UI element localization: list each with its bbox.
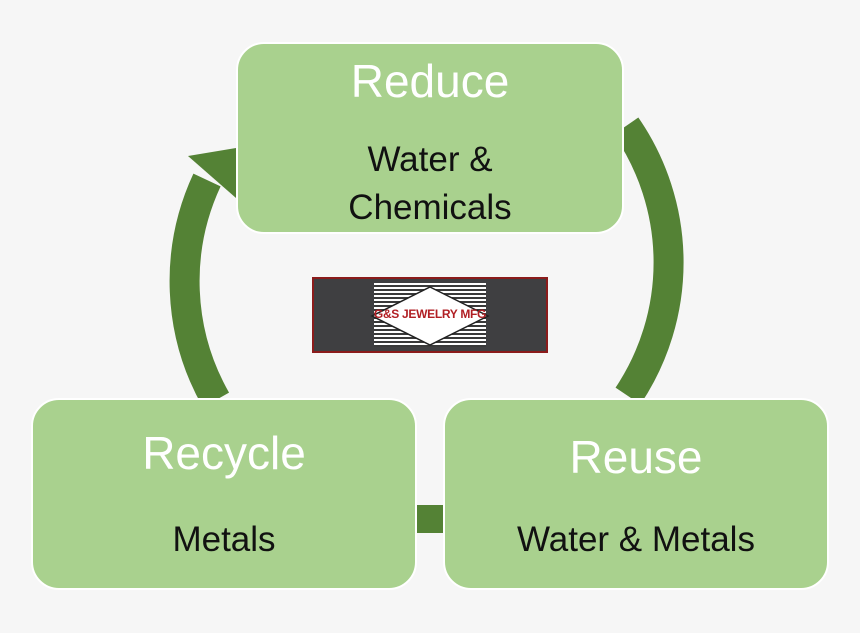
reduce-line-1: Water & [367,140,493,179]
recycle-title: Recycle [142,427,306,479]
reuse-description: Water & Metals [445,516,827,564]
reduce-box: Reduce Water & Chemicals [236,42,624,234]
reduce-line-2: Chemicals [348,188,512,227]
recycle-description: Metals [33,516,415,564]
logo-diamond [370,286,490,346]
reduce-description: Water & Chemicals [238,136,622,232]
logo-text: G&S JEWELRY MFG [373,307,487,321]
arrow-reuse-to-recycle [417,505,445,533]
recycle-line-1: Metals [172,520,276,559]
reuse-line-1: Water & Metals [517,520,755,559]
arrow-recycle-to-reduce [169,173,230,408]
recycle-box: Recycle Metals [31,398,417,590]
company-logo: G&S JEWELRY MFG [312,277,548,353]
arrow-reduce-to-reuse [613,117,684,405]
reduce-title: Reduce [350,55,510,107]
reuse-title: Reuse [569,431,703,483]
arrowhead-recycle-to-reduce [188,148,236,198]
reuse-box: Reuse Water & Metals [443,398,829,590]
